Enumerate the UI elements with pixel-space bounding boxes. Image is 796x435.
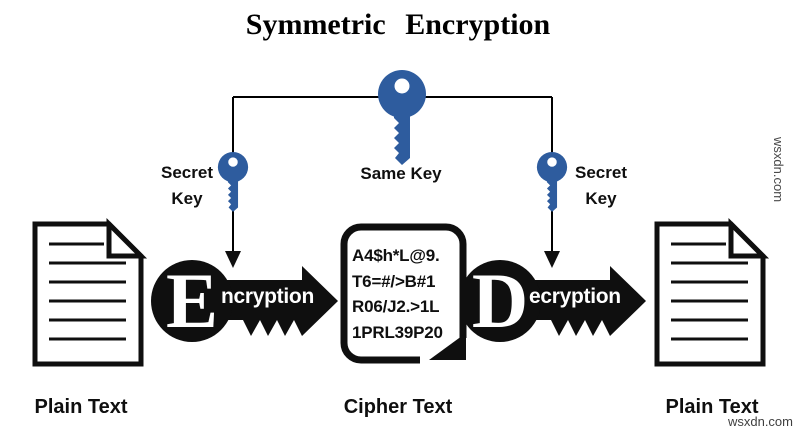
secret-key-right-line2: Key — [585, 189, 617, 208]
caption-cipher-text: Cipher Text — [343, 396, 453, 418]
decryption-label-initial: D — [472, 257, 528, 344]
document-page — [32, 221, 144, 367]
key-hole — [228, 157, 238, 167]
cipher-text-box — [340, 223, 470, 368]
encryption-key-head — [151, 260, 233, 342]
encryption-label-rest: ncryption — [221, 285, 314, 308]
document-page — [654, 221, 766, 367]
key-hole — [547, 157, 557, 167]
plain-text-document-left-icon — [32, 217, 148, 367]
cipher-text-block: A4$h*L@9. T6=#/>B#1 R06/J2.>1L 1PRL39P20 — [352, 243, 443, 345]
secret-key-left-line1: Secret — [161, 163, 213, 182]
same-key-label: Same Key — [360, 164, 442, 183]
secret-key-right-label: Secret Key — [566, 160, 636, 212]
caption-plain-text-right: Plain Text — [665, 396, 759, 418]
document-folded-corner — [106, 217, 148, 259]
caption-plain-text-left: Plain Text — [34, 396, 128, 418]
decryption-label-rest: ecryption — [529, 285, 621, 308]
same-key-icon — [378, 70, 426, 165]
secret-key-right-line1: Secret — [575, 163, 627, 182]
secret-key-left-line2: Key — [171, 189, 203, 208]
watermark-side: wsxdn.com — [771, 137, 786, 203]
secret-key-left-icon — [217, 152, 249, 212]
cipher-text-line-1: A4$h*L@9. — [352, 246, 440, 265]
watermark-corner: wsxdn.com — [727, 414, 793, 429]
cipher-text-line-4: 1PRL39P20 — [352, 322, 443, 342]
arrow-down-right-icon — [544, 251, 560, 268]
page-title: Symmetric Encryption — [245, 8, 551, 41]
cipher-text-line-3: R06/J2.>1L — [352, 297, 440, 317]
encryption-key-icon: E ncryption — [151, 257, 338, 344]
cipher-box-folded-corner — [429, 333, 466, 360]
secret-key-right-icon — [536, 152, 568, 212]
key-hole — [394, 78, 410, 94]
encryption-label-initial: E — [166, 257, 218, 344]
encryption-key-shaft — [210, 266, 338, 336]
key-shaft — [227, 177, 239, 212]
key-head — [217, 152, 249, 183]
decryption-key-shaft — [518, 266, 646, 336]
decryption-key-head — [459, 260, 541, 342]
cipher-text-line-2: T6=#/>B#1 — [352, 271, 436, 291]
key-shaft — [394, 110, 410, 165]
secret-key-left-label: Secret Key — [152, 160, 222, 212]
arrow-down-left-icon — [225, 251, 241, 268]
key-head — [378, 70, 426, 118]
key-shaft — [546, 177, 558, 212]
key-head — [536, 152, 568, 183]
plain-text-document-right-icon — [654, 217, 770, 367]
cipher-box-border — [340, 223, 467, 364]
decryption-key-icon: D ecryption — [459, 257, 646, 344]
document-folded-corner — [728, 217, 770, 259]
